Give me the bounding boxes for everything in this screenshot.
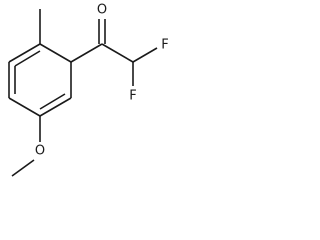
carbonyl-chf2-bond	[101, 43, 134, 63]
fluorine-label-1: F	[161, 38, 168, 53]
ring-double-bond-inner-1	[14, 50, 41, 67]
ring-bond-c1-c2	[39, 43, 72, 63]
ring-bond-c6-c1	[8, 43, 41, 63]
ring-bond-c4-c5	[8, 97, 41, 117]
aryl-carbonyl-bond	[70, 43, 103, 63]
ring-double-bond-inner-3	[39, 93, 66, 110]
ring-bond-c3-c4	[39, 97, 72, 117]
methoxy-methyl-bond	[11, 159, 35, 177]
fluorine-label-2: F	[129, 89, 136, 104]
chemical-structure: O F F O	[8, 3, 169, 177]
chf2-f1-bond	[132, 47, 158, 63]
carbonyl-oxygen-label: O	[97, 3, 107, 18]
benzene-ring	[8, 43, 72, 117]
methoxy-oxygen-label: O	[35, 144, 45, 159]
